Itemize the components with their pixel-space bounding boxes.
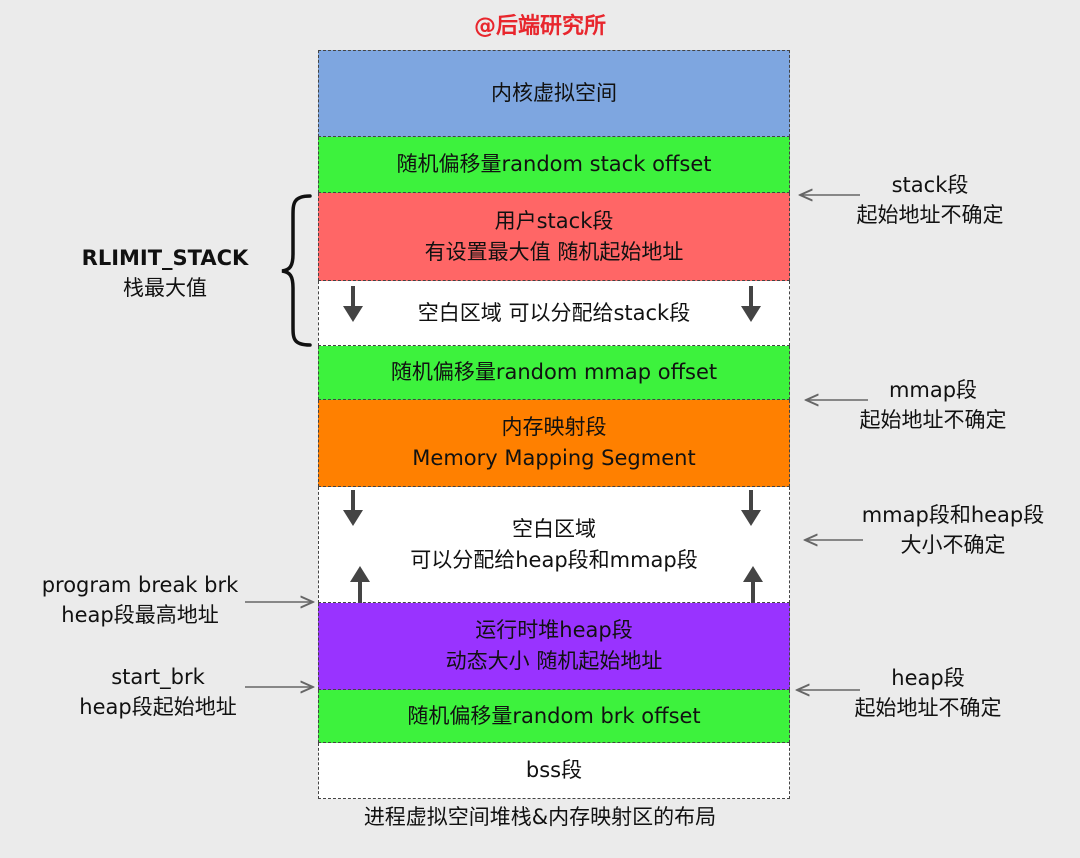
segment-heap-title: 运行时堆heap段	[475, 618, 633, 642]
label-heap-start-title: heap段	[891, 666, 965, 690]
right-connector-arrows	[797, 195, 868, 690]
segment-heap-desc: 动态大小 随机起始地址	[445, 649, 663, 673]
segment-blank-stack: 空白区域 可以分配给stack段	[318, 281, 790, 346]
segment-kernel-space: 内核虚拟空间	[318, 50, 790, 137]
segment-mmap-title: 内存映射段	[501, 415, 607, 439]
label-rlimit-stack: RLIMIT_STACK 栈最大值	[30, 243, 300, 303]
label-program-break: program break brk heap段最高地址	[5, 570, 275, 630]
label-stack-start-desc: 起始地址不确定	[856, 203, 1004, 227]
segment-blank-heap-desc: 可以分配给heap段和mmap段	[410, 547, 698, 572]
label-heap-start: heap段 起始地址不确定	[818, 663, 1038, 723]
segment-blank-stack-label: 空白区域 可以分配给stack段	[417, 300, 691, 325]
segment-stack-offset: 随机偏移量random stack offset	[318, 137, 790, 193]
label-mmap-heap-size-title: mmap段和heap段	[861, 503, 1045, 527]
segment-mmap-offset-label: 随机偏移量random mmap offset	[390, 360, 718, 384]
label-rlimit-stack-title: RLIMIT_STACK	[81, 246, 249, 270]
segment-mmap: 内存映射段 Memory Mapping Segment	[318, 400, 790, 487]
label-start-brk-title: start_brk	[111, 665, 205, 689]
segment-heap: 运行时堆heap段 动态大小 随机起始地址	[318, 603, 790, 690]
segment-bss: bss段	[318, 743, 790, 799]
label-mmap-heap-size-desc: 大小不确定	[900, 533, 1006, 557]
segment-blank-heap: 空白区域 可以分配给heap段和mmap段	[318, 487, 790, 603]
label-heap-start-desc: 起始地址不确定	[854, 696, 1002, 720]
label-program-break-desc: heap段最高地址	[61, 603, 219, 627]
label-mmap-start-desc: 起始地址不确定	[859, 408, 1007, 432]
label-program-break-title: program break brk	[41, 573, 239, 597]
watermark: @后端研究所	[473, 14, 606, 39]
label-mmap-start-title: mmap段	[888, 378, 978, 402]
segment-brk-offset-label: 随机偏移量random brk offset	[407, 703, 701, 728]
label-start-brk: start_brk heap段起始地址	[23, 662, 293, 722]
segment-user-stack-desc: 有设置最大值 随机起始地址	[424, 239, 684, 264]
label-mmap-heap-size: mmap段和heap段 大小不确定	[843, 500, 1063, 560]
segment-user-stack-title: 用户stack段	[494, 208, 614, 233]
label-stack-start-title: stack段	[891, 173, 969, 197]
segment-kernel-label: 内核虚拟空间	[491, 81, 617, 105]
memory-layout-stack: 内核虚拟空间 随机偏移量random stack offset 用户stack段…	[318, 50, 790, 799]
segment-mmap-offset: 随机偏移量random mmap offset	[318, 346, 790, 400]
label-mmap-start: mmap段 起始地址不确定	[823, 375, 1043, 435]
label-start-brk-desc: heap段起始地址	[79, 695, 237, 719]
segment-user-stack: 用户stack段 有设置最大值 随机起始地址	[318, 193, 790, 281]
segment-blank-heap-title: 空白区域	[511, 516, 596, 541]
label-stack-start: stack段 起始地址不确定	[820, 170, 1040, 230]
segment-stack-offset-label: 随机偏移量random stack offset	[396, 152, 712, 176]
segment-brk-offset: 随机偏移量random brk offset	[318, 690, 790, 743]
diagram-caption: 进程虚拟空间堆栈&内存映射区的布局	[363, 805, 717, 829]
label-rlimit-stack-desc: 栈最大值	[123, 276, 207, 300]
segment-bss-label: bss段	[525, 758, 583, 782]
segment-mmap-desc: Memory Mapping Segment	[412, 446, 696, 470]
